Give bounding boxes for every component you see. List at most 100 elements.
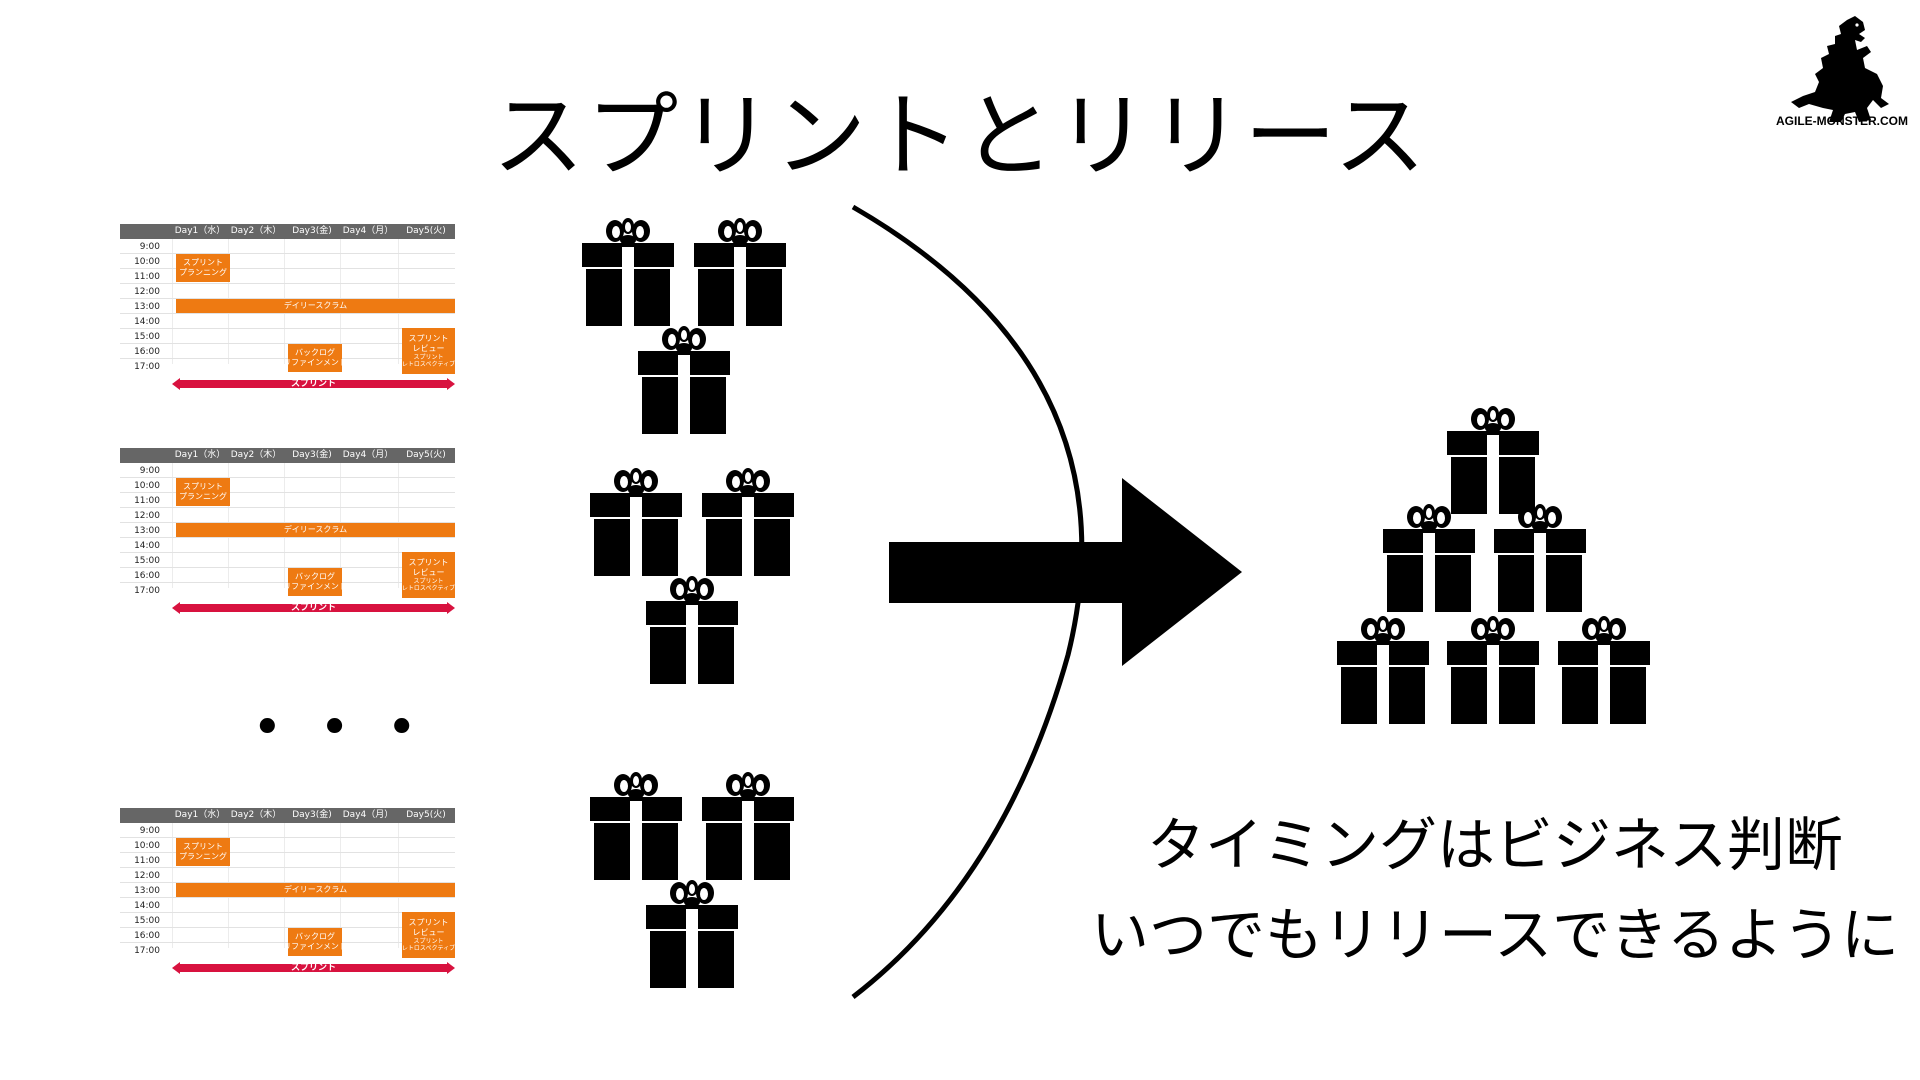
time-label: 10:00 [134,841,160,851]
refinement-block: バックログ リファインメント [283,344,347,372]
schedule-header [120,448,455,463]
day-label: Day5(火) [406,226,446,236]
block-label: プランニング [179,852,227,861]
sprint-label: スプリント [290,963,336,973]
gift-box-icon [638,326,730,434]
day-label: Day3(金) [292,810,332,820]
time-label: 13:00 [134,526,160,536]
sprint-planning-block: スプリント プランニング [176,478,230,506]
time-label: 16:00 [134,931,160,941]
block-label: デイリースクラム [283,301,348,310]
day-label: Day1（水） [174,810,226,820]
gift-box-icon [1494,504,1586,612]
day-label: Day2（木） [230,226,282,236]
time-label: 14:00 [134,901,160,911]
day-label: Day4（月） [342,226,394,236]
time-label: 13:00 [134,886,160,896]
monster-logo-icon [1791,16,1889,122]
time-label: 17:00 [134,946,160,956]
day-label: Day4（月） [342,810,394,820]
time-label: 12:00 [134,287,160,297]
gift-box-icon [1383,504,1475,612]
sprint-span-arrow [172,602,455,614]
block-label: スプリント [408,334,449,343]
time-label: 11:00 [134,496,160,506]
time-label: 16:00 [134,571,160,581]
sprint-planning-block: スプリント プランニング [176,254,230,282]
daily-scrum-block: デイリースクラム [176,883,455,897]
ellipsis: • • • [252,698,428,758]
block-label: リファインメント [283,358,347,367]
sprint-span-arrow [172,962,455,974]
block-label: スプリント [183,482,223,491]
gift-box-icon [702,772,794,880]
block-label: レトロスペクティブ [401,361,456,368]
day-label: Day2（木） [230,810,282,820]
refinement-block: バックログ リファインメント [283,928,347,956]
time-label: 15:00 [134,916,160,926]
time-label: 17:00 [134,586,160,596]
day-label: Day4（月） [342,450,394,460]
logo-text: AGILE-MONSTER.COM [1776,114,1908,128]
block-label: プランニング [179,492,227,501]
day-label: Day3(金) [292,226,332,236]
time-label: 14:00 [134,317,160,327]
block-label: スプリント [413,938,444,945]
time-label: 12:00 [134,511,160,521]
block-label: デイリースクラム [283,525,348,534]
day-label: Day5(火) [406,450,446,460]
block-label: スプリント [183,258,223,267]
time-label: 11:00 [134,856,160,866]
daily-scrum-block: デイリースクラム [176,299,455,313]
block-label: レビュー [412,928,445,937]
time-label: 9:00 [139,466,160,476]
gift-box-icon [646,576,738,684]
day-label: Day3(金) [292,450,332,460]
block-label: スプリント [413,354,444,361]
gift-box-icon [582,218,674,326]
time-label: 9:00 [139,242,160,252]
review-retro-block: スプリント レビュー スプリント レトロスペクティブ [402,912,455,958]
gift-box-icon [590,772,682,880]
caption-line-2: いつでもリリースできるように [1091,901,1899,969]
day-label: Day5(火) [406,810,446,820]
time-label: 9:00 [139,826,160,836]
block-label: バックログ [295,348,335,357]
sprint-schedule-3: Day1（水） Day2（木） Day3(金) Day4（月） Day5(火) … [120,808,455,988]
block-label: バックログ [295,572,335,581]
block-label: プランニング [179,268,227,277]
sprint-label: スプリント [290,379,336,389]
sprint-label: スプリント [290,603,336,613]
release-arrow-icon [889,478,1242,666]
gift-box-icon [702,468,794,576]
block-label: スプリント [413,578,444,585]
gift-box-icon [590,468,682,576]
block-label: スプリント [408,918,449,927]
time-label: 15:00 [134,556,160,566]
block-label: リファインメント [283,582,347,591]
day-label: Day2（木） [230,450,282,460]
day-label: Day1（水） [174,226,226,236]
review-retro-block: スプリント レビュー スプリント レトロスペクティブ [402,552,455,598]
gift-box-icon [646,880,738,988]
block-label: スプリント [183,842,223,851]
refinement-block: バックログ リファインメント [283,568,347,596]
sprint-planning-block: スプリント プランニング [176,838,230,866]
block-label: リファインメント [283,942,347,951]
gift-box-icon [694,218,786,326]
sprint-schedule-1: Day1（水） Day2（木） Day3(金) Day4（月） Day5(火) … [120,224,455,404]
review-retro-block: スプリント レビュー スプリント レトロスペクティブ [402,328,455,374]
time-label: 13:00 [134,302,160,312]
gift-box-icon [1558,616,1650,724]
gift-box-icon [1447,406,1539,514]
schedule-header [120,224,455,239]
block-label: レトロスペクティブ [401,945,456,952]
time-label: 17:00 [134,362,160,372]
block-label: バックログ [295,932,335,941]
day-label: Day1（水） [174,450,226,460]
time-label: 11:00 [134,272,160,282]
sprint-schedule-2: Day1（水） Day2（木） Day3(金) Day4（月） Day5(火) … [120,448,455,628]
sprint-span-arrow [172,378,455,390]
time-label: 15:00 [134,332,160,342]
